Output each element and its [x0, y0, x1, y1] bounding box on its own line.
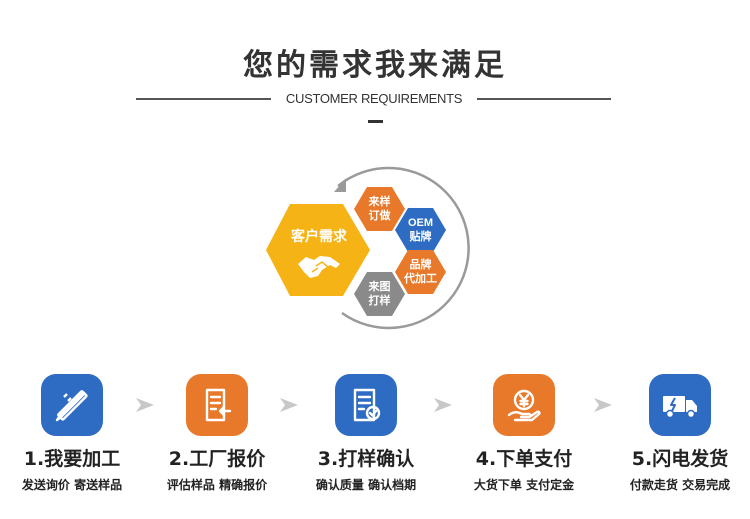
- node-hexagon-oem: [395, 208, 446, 252]
- cycle-arc: [337, 166, 470, 330]
- divider-left: [136, 98, 271, 100]
- title-dash: [368, 120, 383, 123]
- step-desc: 确认质量 确认档期: [315, 478, 417, 492]
- step-desc: 评估样品 精确报价: [166, 478, 268, 492]
- arrow-right-icon: [136, 398, 154, 412]
- node-label-oem-2: 贴牌: [409, 229, 432, 243]
- step-quote: 2.工厂报价 评估样品 精确报价: [147, 374, 287, 493]
- node-label-drawing-1: 来图: [368, 279, 391, 293]
- node-label-sample-2: 订做: [369, 208, 392, 222]
- subtitle-row: CUSTOMER REQUIREMENTS: [0, 89, 750, 109]
- pencil-ruler-icon: [55, 390, 88, 422]
- step-shipping: 5.闪电发货 付款走货 交易完成: [610, 374, 750, 493]
- node-hexagon-sample: [354, 187, 405, 231]
- subtitle: CUSTOMER REQUIREMENTS: [285, 91, 463, 106]
- step-processing: 1.我要加工 发送询价 寄送样品: [2, 374, 142, 493]
- arrow-right-icon: [280, 398, 298, 412]
- center-hexagon: [266, 204, 370, 296]
- node-label-brand-1: 品牌: [410, 257, 432, 271]
- step-desc: 大货下单 支付定金: [473, 478, 575, 492]
- step-icon-box: [186, 374, 248, 436]
- step-title: 4.下单支付: [475, 448, 573, 470]
- center-label: 客户需求: [290, 228, 348, 245]
- process-steps: 1.我要加工 发送询价 寄送样品 2.工厂报价 评估样品 精确报价: [0, 374, 750, 514]
- step-icon-box: [649, 374, 711, 436]
- node-label-oem-1: OEM: [408, 217, 433, 229]
- step-icon-box: [493, 374, 555, 436]
- step-desc: 付款走货 交易完成: [629, 478, 731, 492]
- checklist-icon: [353, 388, 381, 422]
- step-title: 3.打样确认: [317, 448, 415, 470]
- arc-arrowhead-icon: [334, 178, 346, 192]
- node-hexagon-brand: [395, 250, 446, 294]
- node-hexagon-drawing: [354, 272, 405, 316]
- step-title: 1.我要加工: [23, 448, 121, 470]
- page-title: 您的需求我来满足: [243, 48, 507, 83]
- requirements-diagram: 客户需求 来样 订做 OEM 贴牌 品牌 代加工 来图 打样: [266, 166, 470, 330]
- quote-document-icon: [205, 388, 232, 422]
- step-title: 5.闪电发货: [631, 448, 729, 470]
- handshake-icon: [298, 256, 340, 278]
- step-payment: 4.下单支付 大货下单 支付定金: [454, 374, 594, 493]
- divider-right: [477, 98, 611, 100]
- delivery-truck-icon: [663, 396, 697, 419]
- node-label-sample-1: 来样: [368, 194, 391, 208]
- step-icon-box: [41, 374, 103, 436]
- step-sample: 3.打样确认 确认质量 确认档期: [296, 374, 436, 493]
- arrow-right-icon: [594, 398, 612, 412]
- step-title: 2.工厂报价: [168, 448, 266, 470]
- yuan-payment-icon: [507, 389, 541, 422]
- node-label-drawing-2: 打样: [369, 293, 391, 307]
- step-icon-box: [335, 374, 397, 436]
- arrow-right-icon: [434, 398, 452, 412]
- node-label-brand-2: 代加工: [403, 271, 437, 285]
- step-desc: 发送询价 寄送样品: [21, 478, 123, 492]
